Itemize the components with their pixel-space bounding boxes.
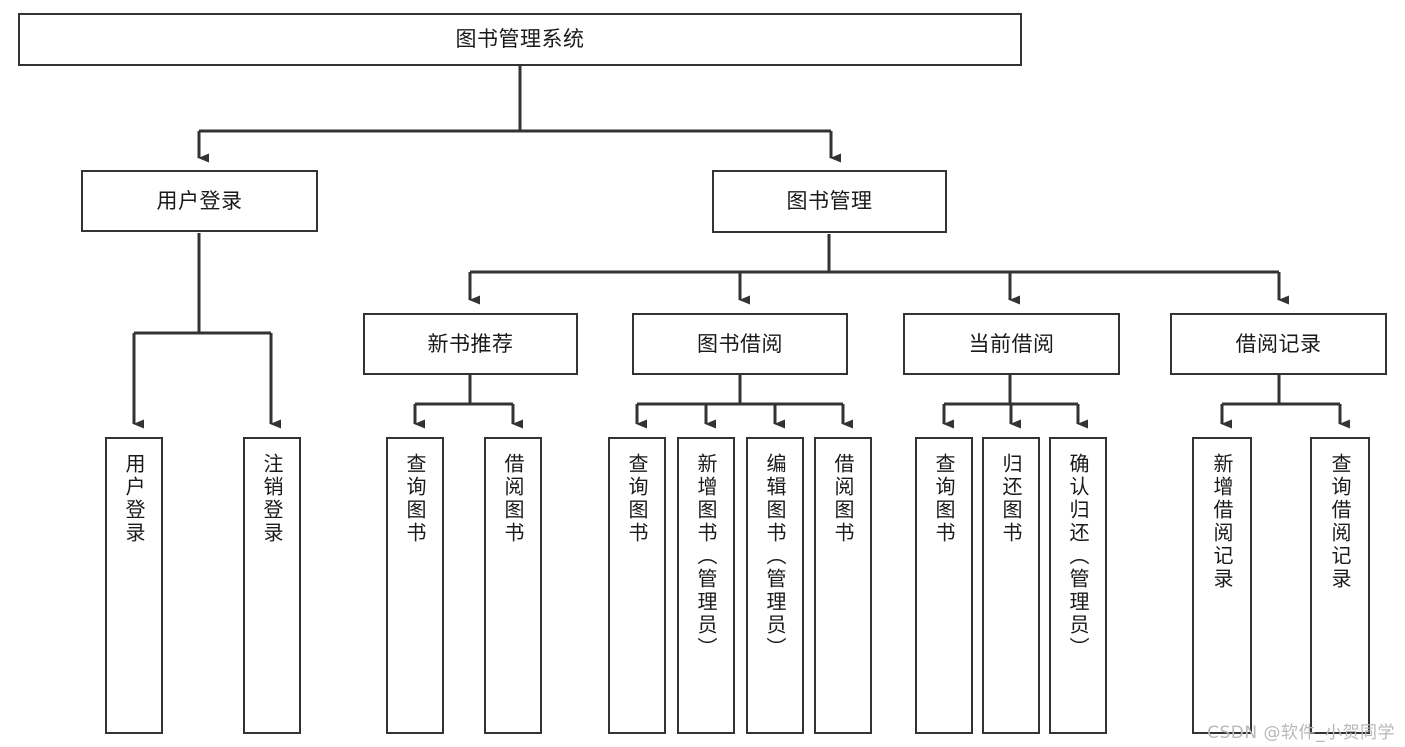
node-label: 注销登录 — [260, 453, 284, 545]
node-label: 当前借阅 — [968, 331, 1055, 356]
node-new-book-recommend[interactable]: 新书推荐 — [363, 313, 578, 375]
node-borrow-record[interactable]: 借阅记录 — [1170, 313, 1387, 375]
node-label: 用户登录 — [156, 188, 243, 213]
node-label: 查询图书 — [403, 453, 427, 545]
node-label: 借阅图书 — [831, 453, 855, 545]
node-label: 归还图书 — [999, 453, 1023, 545]
leaf-book-borrow-borrow-book[interactable]: 借阅图书 — [814, 437, 872, 734]
leaf-user-login-logout[interactable]: 注销登录 — [243, 437, 301, 734]
csdn-watermark: CSDN @软件_小贺同学 — [1207, 723, 1395, 743]
node-label: 编辑图书（管理员） — [763, 453, 787, 660]
node-label: 查询借阅记录 — [1328, 453, 1352, 591]
leaf-new-book-borrow-book[interactable]: 借阅图书 — [484, 437, 542, 734]
leaf-current-borrow-return-book[interactable]: 归还图书 — [982, 437, 1040, 734]
node-label: 借阅记录 — [1235, 331, 1322, 356]
node-label: 查询图书 — [932, 453, 956, 545]
leaf-borrow-record-add-record[interactable]: 新增借阅记录 — [1192, 437, 1252, 734]
leaf-borrow-record-query-record[interactable]: 查询借阅记录 — [1310, 437, 1370, 734]
leaf-book-borrow-add-book-admin[interactable]: 新增图书（管理员） — [677, 437, 735, 734]
node-label: 确认归还（管理员） — [1066, 453, 1090, 660]
leaf-book-borrow-edit-book-admin[interactable]: 编辑图书（管理员） — [746, 437, 804, 734]
node-book-management[interactable]: 图书管理 — [712, 170, 947, 233]
node-label: 新增图书（管理员） — [694, 453, 718, 660]
leaf-new-book-query-book[interactable]: 查询图书 — [386, 437, 444, 734]
node-user-login[interactable]: 用户登录 — [81, 170, 318, 232]
node-label: 图书借阅 — [697, 331, 783, 356]
node-label: 新增借阅记录 — [1210, 453, 1234, 591]
leaf-current-borrow-confirm-return-admin[interactable]: 确认归还（管理员） — [1049, 437, 1107, 734]
node-label: 图书管理 — [786, 189, 873, 214]
node-label: 图书管理系统 — [455, 27, 585, 52]
node-current-borrow[interactable]: 当前借阅 — [903, 313, 1120, 375]
leaf-current-borrow-query-book[interactable]: 查询图书 — [915, 437, 973, 734]
node-root-book-management-system[interactable]: 图书管理系统 — [18, 13, 1022, 66]
node-label: 用户登录 — [122, 453, 146, 545]
node-label: 新书推荐 — [427, 331, 514, 356]
node-label: 查询图书 — [625, 453, 649, 545]
node-book-borrow[interactable]: 图书借阅 — [632, 313, 848, 375]
leaf-book-borrow-query-book[interactable]: 查询图书 — [608, 437, 666, 734]
leaf-user-login-login[interactable]: 用户登录 — [105, 437, 163, 734]
node-label: 借阅图书 — [501, 453, 525, 545]
